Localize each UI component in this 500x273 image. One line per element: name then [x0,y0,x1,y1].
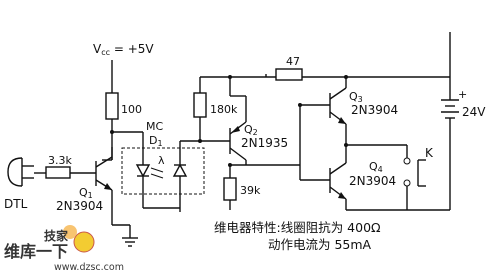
d1-label: D [149,134,157,147]
watermark-url: www.dzsc.com [54,262,124,273]
q3-sub: 3 [358,95,363,104]
vcc-subscript: cc [101,48,110,57]
svg-text:Q3: Q3 [349,90,363,104]
photodiode-icon [172,150,188,205]
svg-text:D1: D1 [149,134,163,148]
transistor-q2: Q2 2N1935 [229,121,288,161]
ground-icon [122,237,138,247]
vcc-supply: Vcc = +5V [93,42,154,93]
resistor-47-label: 47 [286,55,300,68]
mc-label: MC [146,120,163,133]
q2-name: Q [244,123,253,136]
q3-name: Q [349,90,358,103]
lambda-label: λ [158,154,165,167]
q1-name: Q [79,186,88,199]
q1-sub: 1 [88,191,93,200]
vcc-label: V [93,42,102,56]
plug-icon [7,157,34,187]
relay-k-label: K [425,146,434,160]
watermark-side: 技家 [44,228,69,243]
q4-type: 2N3904 [349,174,396,188]
transistor-q3: Q3 2N3904 [329,87,398,125]
resistor-180k: 180k [193,92,238,118]
svg-text:Q4: Q4 [369,160,383,174]
resistor-100: 100 [105,92,142,120]
svg-text:Q1: Q1 [79,186,93,200]
svg-text:Vcc = +5V: Vcc = +5V [93,42,154,57]
battery-24v: + 24V [441,88,486,119]
resistor-3k3-label: 3.3k [48,154,72,167]
battery-plus: + [458,88,467,101]
transistor-q1: Q1 2N3904 [56,156,113,213]
q1-type: 2N3904 [56,199,103,213]
note-line-1: 维电器特性:线圈阻抗为 400Ω [214,220,381,235]
svg-text:Q2: Q2 [244,123,258,137]
watermark-logo-text: 维库一下 [4,242,68,261]
note-line-2: 动作电流为 55mA [268,237,372,252]
resistor-39k: 39k [223,177,261,201]
resistor-180k-label: 180k [210,103,238,116]
q2-sub: 2 [253,128,258,137]
d1-sub: 1 [157,139,162,148]
q4-sub: 4 [378,165,383,174]
dtl-label: DTL [4,197,28,211]
relay-contact-icon: K [403,145,434,210]
battery-label: 24V [462,105,486,119]
q3-type: 2N3904 [351,103,398,117]
q2-type: 2N1935 [241,136,288,150]
resistor-47: 47 [275,55,303,81]
optocoupler-d1: MC D1 λ [121,120,205,205]
transistor-q4: Q4 2N3904 [329,160,396,200]
vcc-value: = +5V [110,42,154,56]
led-icon [135,132,164,205]
watermark-logo: 技家 维库一下 www.dzsc.com [4,225,124,273]
resistor-3k3: 3.3k [45,154,72,179]
q4-name: Q [369,160,378,173]
resistor-39k-label: 39k [240,184,261,197]
resistor-100-label: 100 [121,103,142,116]
